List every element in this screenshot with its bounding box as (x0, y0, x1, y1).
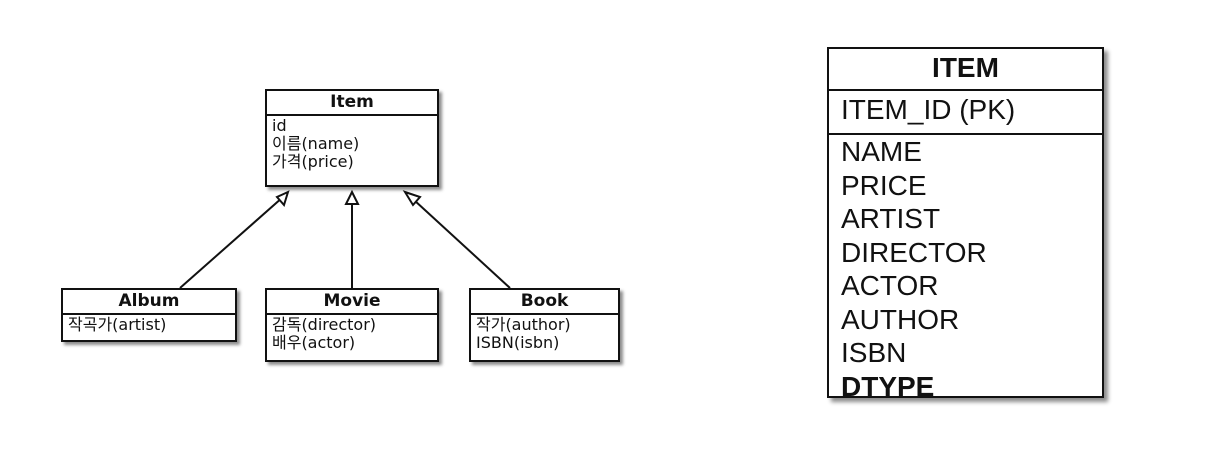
album-generalization-line (179, 196, 284, 289)
movie-attribute-director: 감독(director) (272, 315, 377, 334)
item-attribute-name: 이름(name) (272, 134, 360, 153)
book-class-attributes: 작가(author) ISBN(isbn) (471, 315, 618, 352)
book-class-box: Book 작가(author) ISBN(isbn) (469, 288, 620, 362)
item-table-column-artist: ARTIST (841, 203, 941, 234)
item-table-column-author: AUTHOR (841, 303, 960, 335)
movie-attribute-actor: 배우(actor) (272, 333, 356, 352)
album-class-name: Album (63, 290, 235, 315)
item-table-column-actor: ACTOR (841, 270, 939, 301)
movie-class-box: Movie 감독(director) 배우(actor) (265, 288, 439, 362)
item-table-column-isbn: ISBN (841, 337, 907, 368)
item-table-name: ITEM (829, 49, 1102, 91)
item-attribute-id: id (272, 116, 287, 135)
item-class-box: Item id 이름(name) 가격(price) (265, 89, 439, 187)
album-class-attributes: 작곡가(artist) (63, 315, 235, 334)
book-generalization-arrowhead (402, 190, 422, 207)
item-attribute-price: 가격(price) (272, 152, 354, 171)
book-attribute-author: 작가(author) (476, 315, 571, 334)
item-table-entity: ITEM ITEM_ID (PK) NAME PRICE ARTIST DIRE… (827, 47, 1104, 402)
item-table-column-dtype: DTYPE (841, 370, 935, 402)
item-table-column-name: NAME (841, 136, 922, 167)
item-class-attributes: id 이름(name) 가격(price) (267, 116, 437, 171)
item-table-column-price: PRICE (841, 169, 927, 201)
movie-class-name: Movie (267, 290, 437, 315)
item-class-name: Item (267, 91, 437, 116)
album-generalization-arrowhead (275, 190, 290, 208)
item-table-column-director: DIRECTOR (841, 236, 987, 268)
album-class-box: Album 작곡가(artist) (61, 288, 237, 342)
movie-class-attributes: 감독(director) 배우(actor) (267, 315, 437, 352)
item-table-primary-key: ITEM_ID (PK) (829, 91, 1102, 135)
item-table-columns: NAME PRICE ARTIST DIRECTOR ACTOR AUTHOR … (829, 135, 1102, 403)
album-attribute-artist: 작곡가(artist) (68, 315, 167, 334)
book-class-name: Book (471, 290, 618, 315)
movie-generalization-arrowhead (344, 189, 360, 205)
book-attribute-isbn: ISBN(isbn) (476, 333, 560, 352)
book-generalization-line (413, 199, 511, 289)
